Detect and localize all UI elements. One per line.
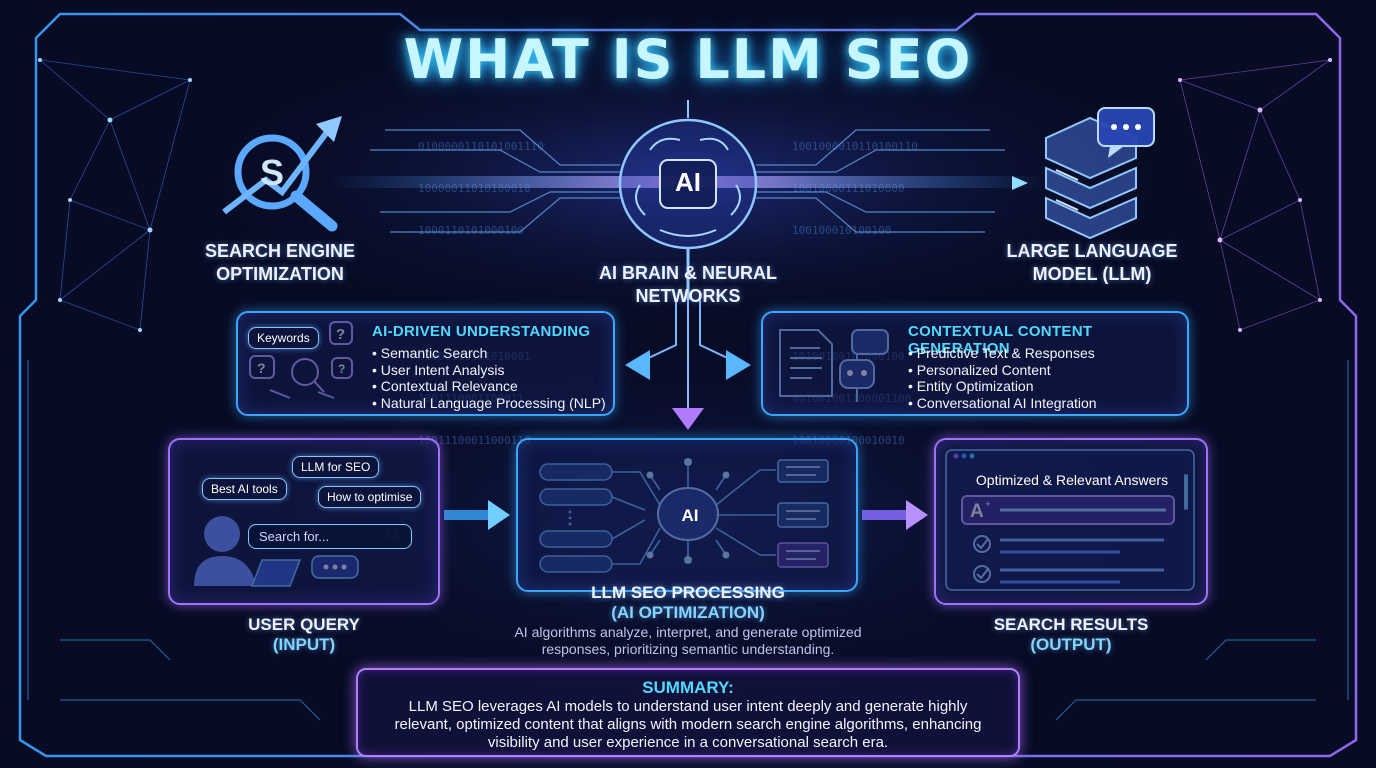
input-label: USER QUERY	[248, 615, 360, 634]
description-line: responses, prioritizing semantic underst…	[541, 641, 835, 657]
summary-line: visibility and user experience in a conv…	[487, 734, 889, 751]
list-item: Natural Language Processing (NLP)	[372, 395, 606, 412]
binary-line: 1000110101000100	[418, 224, 524, 237]
output-stage-label: SEARCH RESULTS (OUTPUT)	[971, 615, 1171, 655]
processing-sublabel: (AI OPTIMIZATION)	[611, 603, 765, 622]
summary-box: SUMMARY: LLM SEO leverages AI models to …	[356, 668, 1020, 757]
network-left	[39, 59, 191, 331]
brain-connectors	[639, 300, 737, 410]
binary-line: 100100010100100	[792, 224, 892, 237]
results-header: Optimized & Relevant Answers	[975, 472, 1169, 488]
binary-line: 10010000111010000	[792, 182, 905, 195]
ai-brain-badge: AI	[675, 167, 701, 197]
flow-arrow-1	[444, 500, 510, 530]
down-arrow	[672, 408, 704, 430]
seo-label: SEARCH ENGINE OPTIMIZATION	[204, 241, 356, 284]
processing-stage-label: LLM SEO PROCESSING (AI OPTIMIZATION)	[548, 583, 828, 623]
list-item: User Intent Analysis	[372, 362, 606, 379]
generation-panel: CONTEXTUAL CONTENT GENERATION Predictive…	[761, 311, 1189, 416]
outer-frame	[18, 12, 1358, 758]
llm-stack-icon	[1045, 107, 1155, 240]
list-item: Entity Optimization	[908, 378, 1097, 395]
summary-title: SUMMARY:	[642, 678, 734, 697]
binary-line: 10000011010100010	[418, 182, 531, 195]
query-chip-best-ai-tools: Best AI tools	[202, 478, 287, 500]
understanding-list: Semantic Search User Intent Analysis Con…	[372, 345, 606, 411]
understanding-panel: Keywords AI-DRIVEN UNDERSTANDING Semanti…	[236, 311, 615, 416]
list-item: Predictive Text & Responses	[908, 345, 1097, 362]
flow-arrow-2	[862, 500, 928, 530]
list-item: Semantic Search	[372, 345, 606, 362]
query-chip-how-to-optimise: How to optimise	[318, 486, 422, 508]
list-item: Contextual Relevance	[372, 378, 606, 395]
processing-label: LLM SEO PROCESSING	[591, 583, 785, 602]
branch-arrows	[625, 350, 751, 380]
query-chip-llm-for-seo: LLM for SEO	[292, 456, 380, 478]
brain-label: AI BRAIN & NEURAL NETWORKS	[599, 263, 777, 306]
brain-icon	[618, 100, 758, 300]
seo-icon	[222, 116, 342, 232]
processing-stage-panel: AI	[516, 438, 858, 592]
output-sublabel: (OUTPUT)	[1030, 635, 1112, 654]
summary-line: LLM SEO leverages AI models to understan…	[408, 698, 968, 715]
keywords-chip: Keywords	[248, 327, 319, 349]
binary-line: 10011100011000110	[418, 434, 531, 447]
output-label: SEARCH RESULTS	[993, 615, 1149, 634]
processing-description: AI algorithms analyze, interpret, and ge…	[478, 624, 898, 658]
seo-badge: S	[259, 152, 284, 193]
page-title: WHAT IS LLM SEO	[403, 28, 973, 91]
input-stage-panel: LLM for SEO Best AI tools How to optimis…	[168, 438, 440, 605]
list-item: Personalized Content	[908, 362, 1097, 379]
input-stage-label: USER QUERY (INPUT)	[204, 615, 404, 655]
input-sublabel: (INPUT)	[272, 635, 336, 654]
list-item: Conversational AI Integration	[908, 395, 1097, 412]
summary-line: relevant, optimized content that aligns …	[394, 716, 982, 733]
understanding-title: AI-DRIVEN UNDERSTANDING	[372, 323, 591, 340]
binary-line: 0100000110101001110	[418, 140, 544, 153]
generation-list: Predictive Text & Responses Personalized…	[908, 345, 1097, 411]
output-stage-panel: Optimized & Relevant Answers	[934, 438, 1208, 605]
binary-line: 1001000010110100110	[792, 140, 918, 153]
description-line: AI algorithms analyze, interpret, and ge…	[514, 624, 862, 640]
search-input[interactable]: Search for...	[248, 524, 412, 549]
network-right	[1179, 59, 1331, 331]
processing-ai-badge: AI	[681, 506, 699, 525]
llm-label: LARGE LANGUAGE MODEL (LLM)	[1006, 241, 1178, 284]
